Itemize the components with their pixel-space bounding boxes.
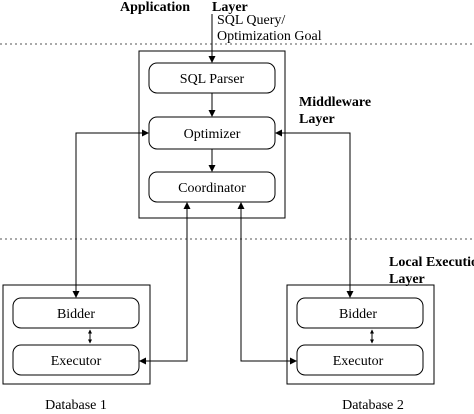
application-layer-word: Layer	[212, 0, 248, 15]
local-execution-layer-word: Layer	[389, 272, 425, 287]
optimizer-to-database-2-bidder-arrow	[275, 129, 354, 298]
coordinator-to-database-2-executor-arrow	[237, 202, 297, 365]
sql-parser-label: SQL Parser	[180, 72, 245, 87]
database-1-bidder-label: Bidder	[57, 307, 95, 322]
coordinator-label: Coordinator	[178, 181, 246, 196]
coordinator-to-database-1-executor-arrow	[139, 202, 191, 365]
database-2-executor-box	[296, 344, 424, 376]
local-execution-layer-title: Local Executio	[389, 255, 474, 270]
database-1-name: Database 1	[45, 398, 107, 413]
database-1-executor-label: Executor	[51, 354, 102, 369]
optimizer-label: Optimizer	[184, 127, 241, 142]
database-2-bidder-box	[296, 297, 424, 329]
application-layer-title: Application	[120, 0, 190, 15]
database-2-name: Database 2	[342, 398, 404, 413]
middleware-layer-title: Middleware	[299, 95, 371, 110]
input-label-line1: SQL Query/	[217, 13, 285, 28]
optimizer-to-database-1-bidder-arrow	[72, 129, 149, 298]
input-label-line2: Optimization Goal	[217, 29, 322, 44]
database-2-bidder-label: Bidder	[339, 307, 377, 322]
database-2-executor-label: Executor	[333, 354, 384, 369]
middleware-layer-word: Layer	[299, 112, 335, 127]
